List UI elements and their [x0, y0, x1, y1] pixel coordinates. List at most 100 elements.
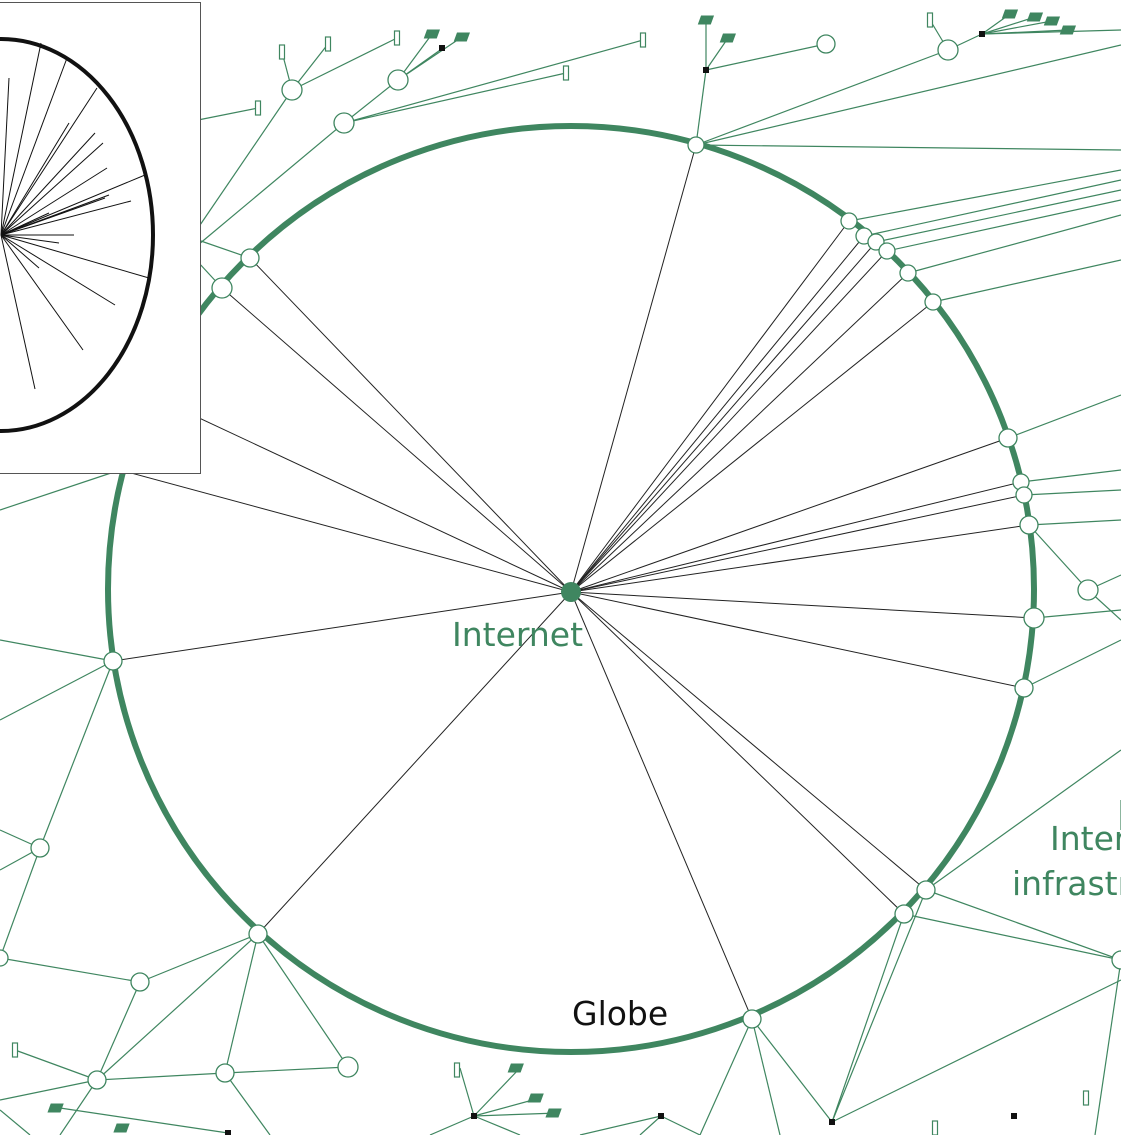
- network-link: [1020, 469, 1121, 483]
- network-link: [831, 889, 927, 1123]
- spoke-line: [257, 591, 572, 935]
- server-device-icon: [1082, 1090, 1090, 1106]
- network-link: [473, 1112, 559, 1117]
- spoke-line: [570, 241, 877, 593]
- inset-spoke-line: [0, 234, 150, 279]
- network-node: [1015, 486, 1033, 504]
- network-link: [1033, 609, 1121, 619]
- network-link: [473, 1067, 521, 1117]
- inset-spoke-line: [0, 142, 104, 236]
- network-node: [30, 838, 50, 858]
- network-link: [0, 957, 141, 983]
- inset-spoke-line: [0, 122, 70, 236]
- server-device-icon: [453, 1062, 461, 1078]
- network-link: [197, 107, 259, 121]
- network-link: [224, 1072, 271, 1135]
- spoke-line: [112, 591, 572, 662]
- network-link: [875, 189, 1121, 243]
- server-device-icon: [393, 30, 401, 46]
- network-link: [925, 889, 1121, 961]
- spoke-line: [570, 591, 905, 915]
- network-link: [886, 199, 1121, 252]
- router-node: [979, 31, 985, 37]
- network-link: [863, 179, 1121, 237]
- network-node: [333, 112, 355, 134]
- internet-label: Internet: [452, 615, 584, 654]
- inset-ring: [0, 37, 155, 433]
- computer-device-icon: [719, 33, 736, 43]
- computer-device-icon: [545, 1108, 562, 1118]
- network-link: [0, 1079, 98, 1101]
- computer-device-icon: [423, 29, 441, 39]
- inset-spoke-line: [0, 212, 50, 236]
- network-link: [831, 979, 1121, 1123]
- network-link: [705, 37, 729, 71]
- inset-spoke-line: [0, 42, 42, 236]
- router-node: [703, 67, 709, 73]
- network-node: [840, 212, 858, 230]
- network-node: [878, 242, 896, 260]
- computer-device-icon: [1043, 16, 1061, 26]
- router-node: [658, 1113, 664, 1119]
- network-node: [998, 428, 1018, 448]
- inset-spoke-line: [0, 87, 98, 236]
- inset-spoke-line: [0, 200, 132, 236]
- globe-label: Globe: [572, 994, 669, 1033]
- spoke-line: [570, 144, 697, 593]
- spoke-line: [570, 591, 927, 891]
- network-node: [248, 924, 268, 944]
- spoke-line: [570, 591, 1025, 689]
- network-node: [211, 277, 233, 299]
- network-node: [130, 972, 150, 992]
- inset-spoke-line: [0, 167, 108, 236]
- server-device-icon: [931, 1120, 939, 1135]
- network-link: [14, 1049, 98, 1081]
- network-link: [59, 1107, 229, 1134]
- network-link: [257, 933, 349, 1068]
- network-node: [937, 39, 959, 61]
- network-node: [1019, 515, 1039, 535]
- spoke-line: [149, 394, 572, 593]
- network-link: [139, 933, 259, 983]
- network-node: [687, 136, 705, 154]
- network-node: [103, 651, 123, 671]
- computer-device-icon: [453, 32, 470, 42]
- network-link: [59, 1079, 98, 1135]
- inset-spokes: [0, 42, 150, 390]
- network-link: [699, 1018, 753, 1135]
- computer-device-icon: [1026, 12, 1044, 22]
- spoke-line: [570, 250, 888, 593]
- network-node: [0, 949, 9, 967]
- network-link: [1023, 489, 1121, 496]
- inset-spoke-line: [0, 57, 68, 236]
- network-link: [0, 639, 114, 662]
- computer-device-icon: [507, 1063, 524, 1073]
- network-link: [907, 214, 1121, 274]
- network-link: [831, 913, 905, 1123]
- server-device-icon: [562, 65, 570, 81]
- server-device-icon: [278, 44, 286, 60]
- internet-hub-node: [561, 582, 581, 602]
- network-link: [96, 981, 141, 1081]
- network-link: [39, 660, 114, 849]
- router-node: [471, 1113, 477, 1119]
- network-nodes: [0, 9, 1121, 1135]
- network-link: [705, 43, 827, 71]
- network-link: [695, 69, 707, 146]
- network-node: [742, 1009, 762, 1029]
- infrastructure-label-line2: infrastr: [1012, 864, 1121, 903]
- spoke-line: [570, 524, 1030, 593]
- spoke-line: [570, 481, 1022, 593]
- spoke-line: [221, 287, 572, 593]
- network-link: [224, 933, 259, 1074]
- network-node: [387, 69, 409, 91]
- server-device-icon: [254, 100, 262, 116]
- router-node: [829, 1119, 835, 1125]
- network-link: [751, 1018, 781, 1135]
- network-node: [337, 1056, 359, 1078]
- network-link: [695, 44, 1121, 146]
- inset-spoke-line: [0, 77, 10, 236]
- internet-spokes: [112, 144, 1035, 1020]
- inset-spoke-line: [0, 174, 146, 236]
- inset-spoke-line: [0, 234, 36, 390]
